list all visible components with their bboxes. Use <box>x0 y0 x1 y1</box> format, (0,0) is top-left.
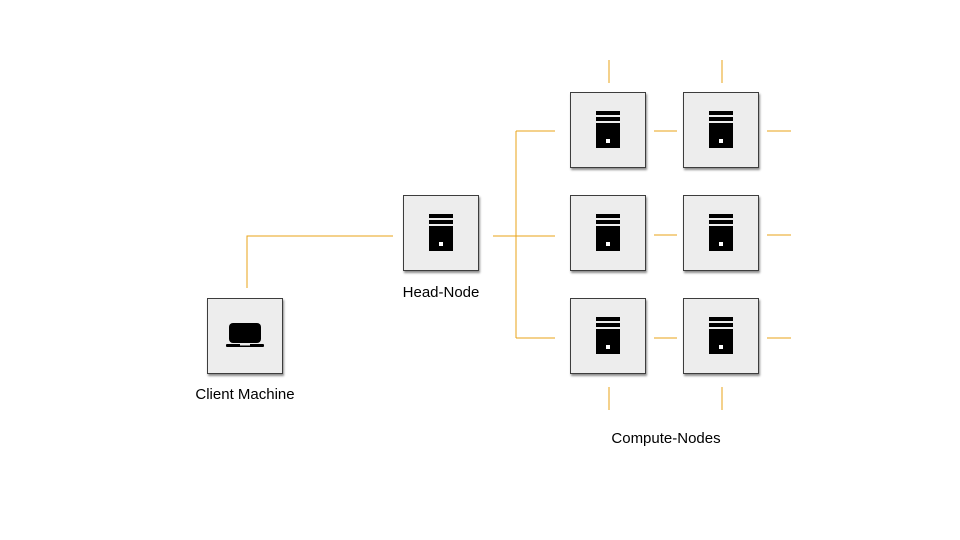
compute-node-r2-c2 <box>683 195 759 271</box>
server-icon <box>595 317 621 355</box>
compute-node-r2-c1 <box>570 195 646 271</box>
client-head-link <box>246 235 393 288</box>
compute-node-r1-c1 <box>570 92 646 168</box>
laptop-icon <box>225 321 265 351</box>
client-machine-label: Client Machine <box>195 386 295 403</box>
server-icon <box>708 111 734 149</box>
head-node-label: Head-Node <box>402 284 480 301</box>
server-icon <box>595 111 621 149</box>
server-icon <box>708 214 734 252</box>
compute-node-r1-c2 <box>683 92 759 168</box>
compute-node-r3-c1 <box>570 298 646 374</box>
compute-nodes-label: Compute-Nodes <box>611 430 721 447</box>
server-icon <box>708 317 734 355</box>
compute-node-r3-c2 <box>683 298 759 374</box>
head-node <box>403 195 479 271</box>
server-icon <box>428 214 454 252</box>
server-icon <box>595 214 621 252</box>
client-machine-node <box>207 298 283 374</box>
